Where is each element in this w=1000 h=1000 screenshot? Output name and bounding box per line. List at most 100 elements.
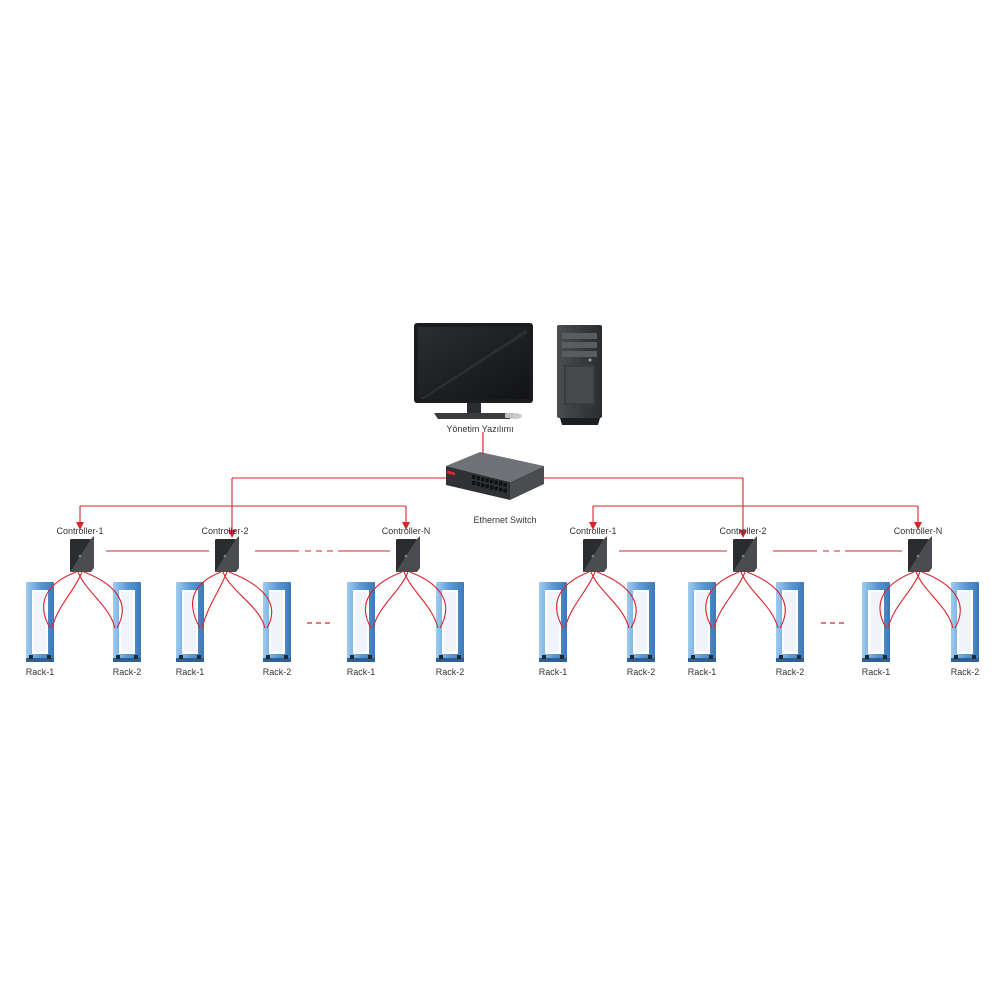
rack-2-label: Rack-2 [626,667,656,677]
switch-port [494,486,498,491]
rack-2-label: Rack-2 [262,667,292,677]
rack-icon [688,582,716,662]
rack-base [627,658,655,662]
rack-foot [457,655,461,659]
switch-port [503,488,507,493]
rack-foot [648,655,652,659]
rack-base [26,658,54,662]
rack-cable [713,571,746,629]
rack-foot [779,655,783,659]
rack-foot [797,655,801,659]
pc-tower-icon [557,325,602,425]
controller-side [733,536,757,572]
switch-port [499,487,503,492]
rack-cable [228,571,273,629]
controller-side [215,536,239,572]
rack-inner [271,592,283,652]
rack-foot [350,655,354,659]
rack-cable [596,571,637,629]
rack-base [263,658,291,662]
rack-cable [590,571,630,629]
rack-foot [197,655,201,659]
rack-foot [954,655,958,659]
rack-inner [444,592,456,652]
rack-cable [556,571,590,629]
ethernet-switch-icon [446,452,544,500]
rack-foot [266,655,270,659]
rack-base [539,658,567,662]
rack-inner [184,592,196,652]
rack-cable [887,571,921,629]
rack-icon [436,582,464,662]
rack-cable [43,571,77,629]
rack-inner [34,592,46,652]
rack-inner [635,592,647,652]
rack-icon [176,582,204,662]
rack-cable [222,571,266,629]
rack-cable [409,571,447,629]
rack-cable [740,571,779,629]
rack-base [951,658,979,662]
rack-icon [862,582,890,662]
controller-side [396,536,420,572]
controller-device-icon [583,536,607,572]
rack-icon [627,582,655,662]
rack-base [688,658,716,662]
controller-device-icon [70,536,94,572]
rack-foot [439,655,443,659]
rack-base [113,658,141,662]
rack-foot [630,655,634,659]
rack-icon [951,582,979,662]
switch-port [494,480,498,485]
controller-led [404,554,408,558]
rack-icon [113,582,141,662]
rack-foot [134,655,138,659]
rack-base [776,658,804,662]
switch-port [490,485,494,490]
rack-foot [883,655,887,659]
rack-1-label: Rack-1 [175,667,205,677]
rack-inner [547,592,559,652]
switch-port [499,481,503,486]
controller-device-icon [215,536,239,572]
controller-device-icon [908,536,932,572]
rack-cable [564,571,596,629]
controller-device-icon [733,536,757,572]
rack-foot [542,655,546,659]
rack-cable [915,571,954,629]
rack-foot [560,655,564,659]
rack-icon [26,582,54,662]
switch-port [490,479,494,484]
controller-side [70,536,94,572]
rack-inner [959,592,971,652]
rack-inner [784,592,796,652]
rack-1-label: Rack-1 [861,667,891,677]
rack-cable [365,571,403,629]
rack-cable [705,571,740,629]
switch-port [485,478,489,483]
rack-inner [870,592,882,652]
rack-foot [179,655,183,659]
rack-1-label: Rack-1 [538,667,568,677]
rack-foot [972,655,976,659]
rack-1-label: Rack-1 [687,667,717,677]
rack-cable [77,571,116,629]
ethernet-switch-label: Ethernet Switch [473,515,537,525]
rack-2-label: Rack-2 [950,667,980,677]
rack-icon [776,582,804,662]
controller-led [741,554,745,558]
rack-inner [696,592,708,652]
rack-foot [709,655,713,659]
controller-label: Controller-2 [201,526,249,536]
rack-1-label: Rack-1 [346,667,376,677]
switch-port [476,476,480,481]
rack-cable [879,571,915,629]
rack-foot [284,655,288,659]
switch-port [476,482,480,487]
rack-cable [921,571,961,629]
rack-foot [47,655,51,659]
rack-foot [865,655,869,659]
rack-2-label: Rack-2 [775,667,805,677]
